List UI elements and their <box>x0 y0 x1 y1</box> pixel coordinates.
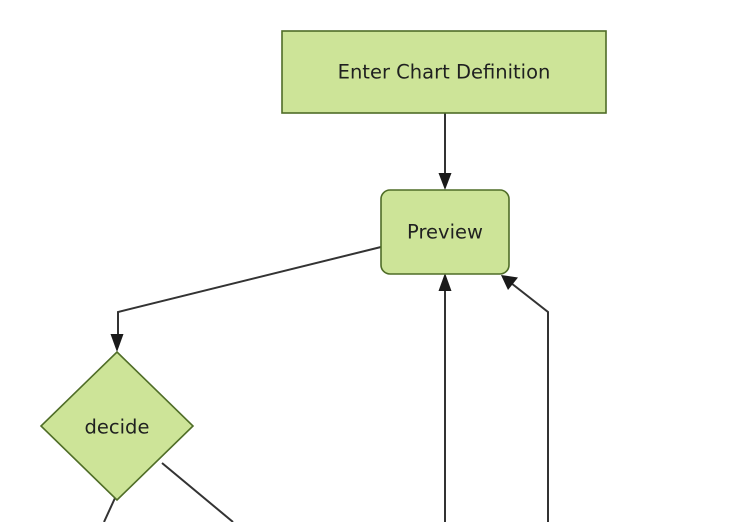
edge-return-center-to-preview <box>438 273 452 522</box>
arrowhead-icon <box>438 173 452 190</box>
node-enter-chart-definition[interactable]: Enter Chart Definition <box>281 30 607 114</box>
edge-preview-to-decide <box>110 246 382 352</box>
node-rounded-rectangle-shape[interactable] <box>380 189 510 275</box>
node-decide[interactable]: decide <box>39 350 195 502</box>
node-diamond-shape[interactable] <box>39 350 195 502</box>
arrowhead-icon <box>110 334 124 352</box>
edge-decide-to-offscreen-right <box>161 462 234 522</box>
arrowhead-icon <box>438 273 452 291</box>
node-layer: Enter Chart Definition Preview decide <box>39 30 607 502</box>
edge-return-right-to-preview <box>501 275 549 522</box>
arrowhead-icon <box>501 275 518 290</box>
edge-layer <box>103 113 549 522</box>
edge-decide-to-offscreen-left <box>103 497 116 522</box>
edge-line <box>103 497 116 522</box>
edge-line <box>510 282 549 522</box>
edge-line <box>161 462 234 522</box>
node-rectangle-shape[interactable] <box>281 30 607 114</box>
edge-line <box>117 246 382 340</box>
edge-enter-to-preview <box>438 113 452 190</box>
node-preview[interactable]: Preview <box>380 189 510 275</box>
